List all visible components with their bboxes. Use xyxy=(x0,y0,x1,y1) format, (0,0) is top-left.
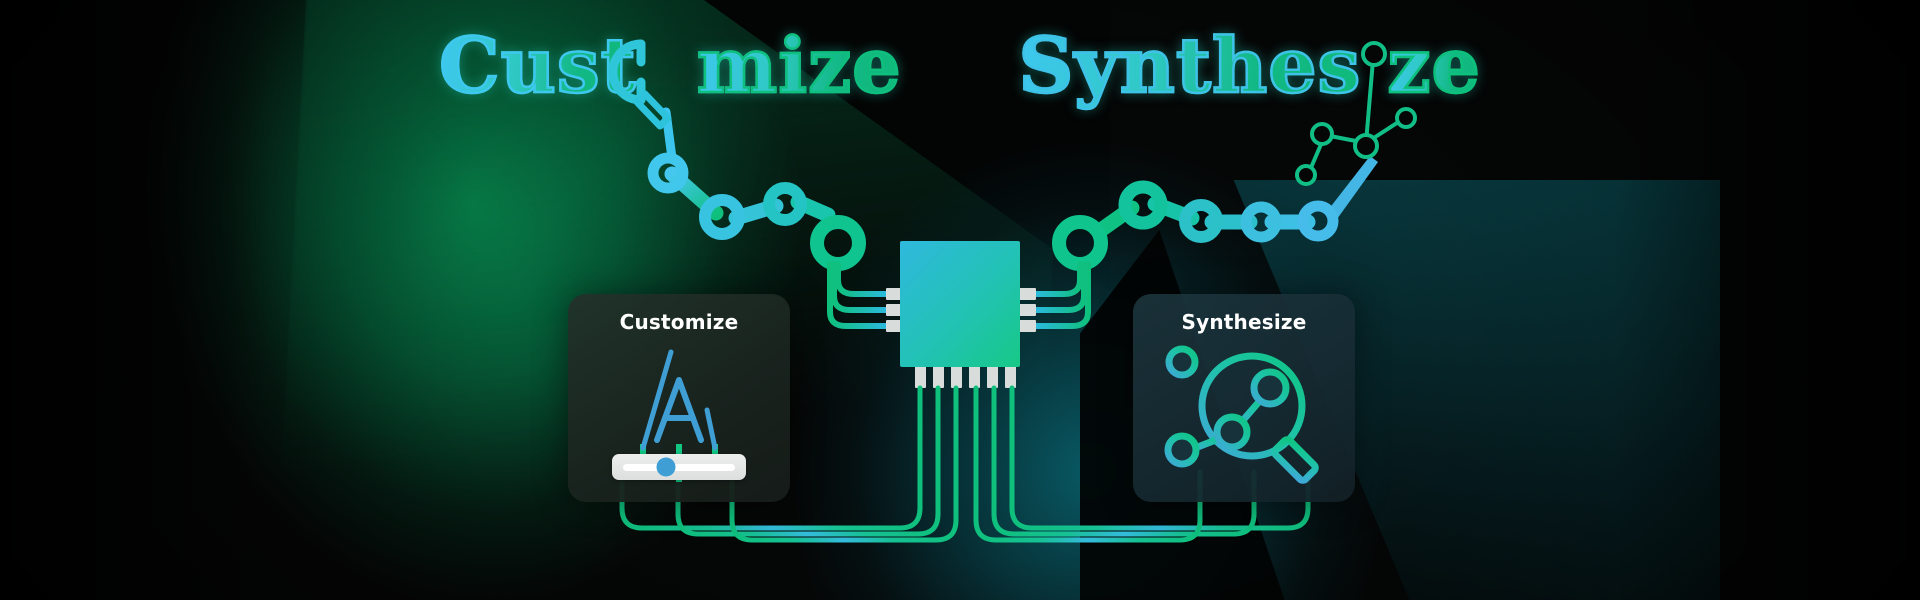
wrench-icon xyxy=(608,39,672,130)
node-graph-icon xyxy=(1295,41,1417,186)
